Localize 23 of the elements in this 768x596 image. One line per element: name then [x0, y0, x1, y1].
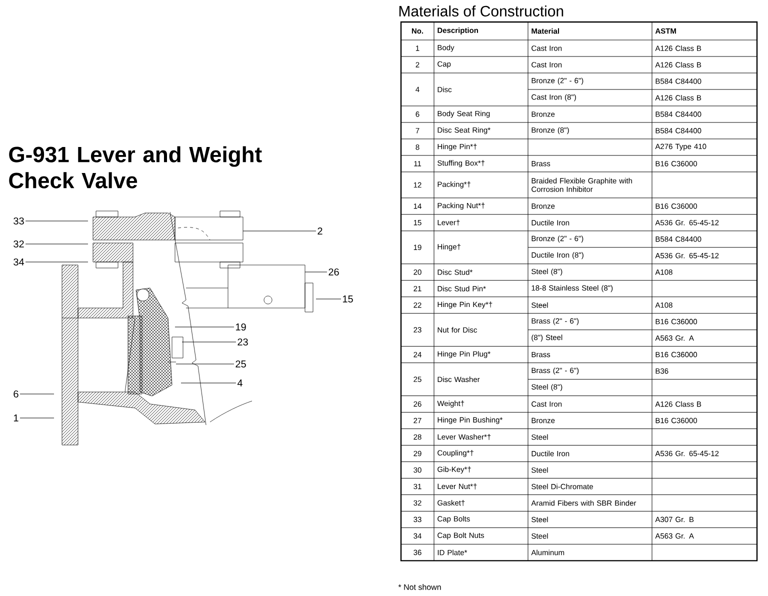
title: G-931 Lever and Weight Check Valve	[9, 146, 262, 188]
callout-number: 34	[14, 258, 24, 266]
table-heading: Materials of Construction	[399, 6, 564, 16]
valve-drawing	[78, 262, 134, 318]
callout-number: 33	[14, 217, 24, 225]
leader-line	[174, 326, 234, 328]
leader-line	[242, 230, 316, 232]
valve-drawing	[92, 212, 176, 240]
leader-line	[25, 220, 88, 222]
callout-number: 1	[14, 414, 18, 422]
callout-number: 6	[14, 390, 18, 398]
callout-number: 26	[328, 268, 339, 276]
leader-line	[180, 382, 236, 384]
valve-drawing	[78, 392, 206, 424]
valve-drawing	[128, 288, 184, 394]
callout-number: 15	[342, 296, 353, 302]
callout-number: 2	[318, 228, 322, 234]
valve-drawing	[62, 210, 314, 426]
valve-drawing	[62, 264, 78, 446]
valve-drawing	[136, 288, 172, 396]
callout-number: 32	[14, 240, 24, 248]
leader-line	[316, 298, 342, 300]
footnote: * Not shown	[398, 584, 441, 590]
